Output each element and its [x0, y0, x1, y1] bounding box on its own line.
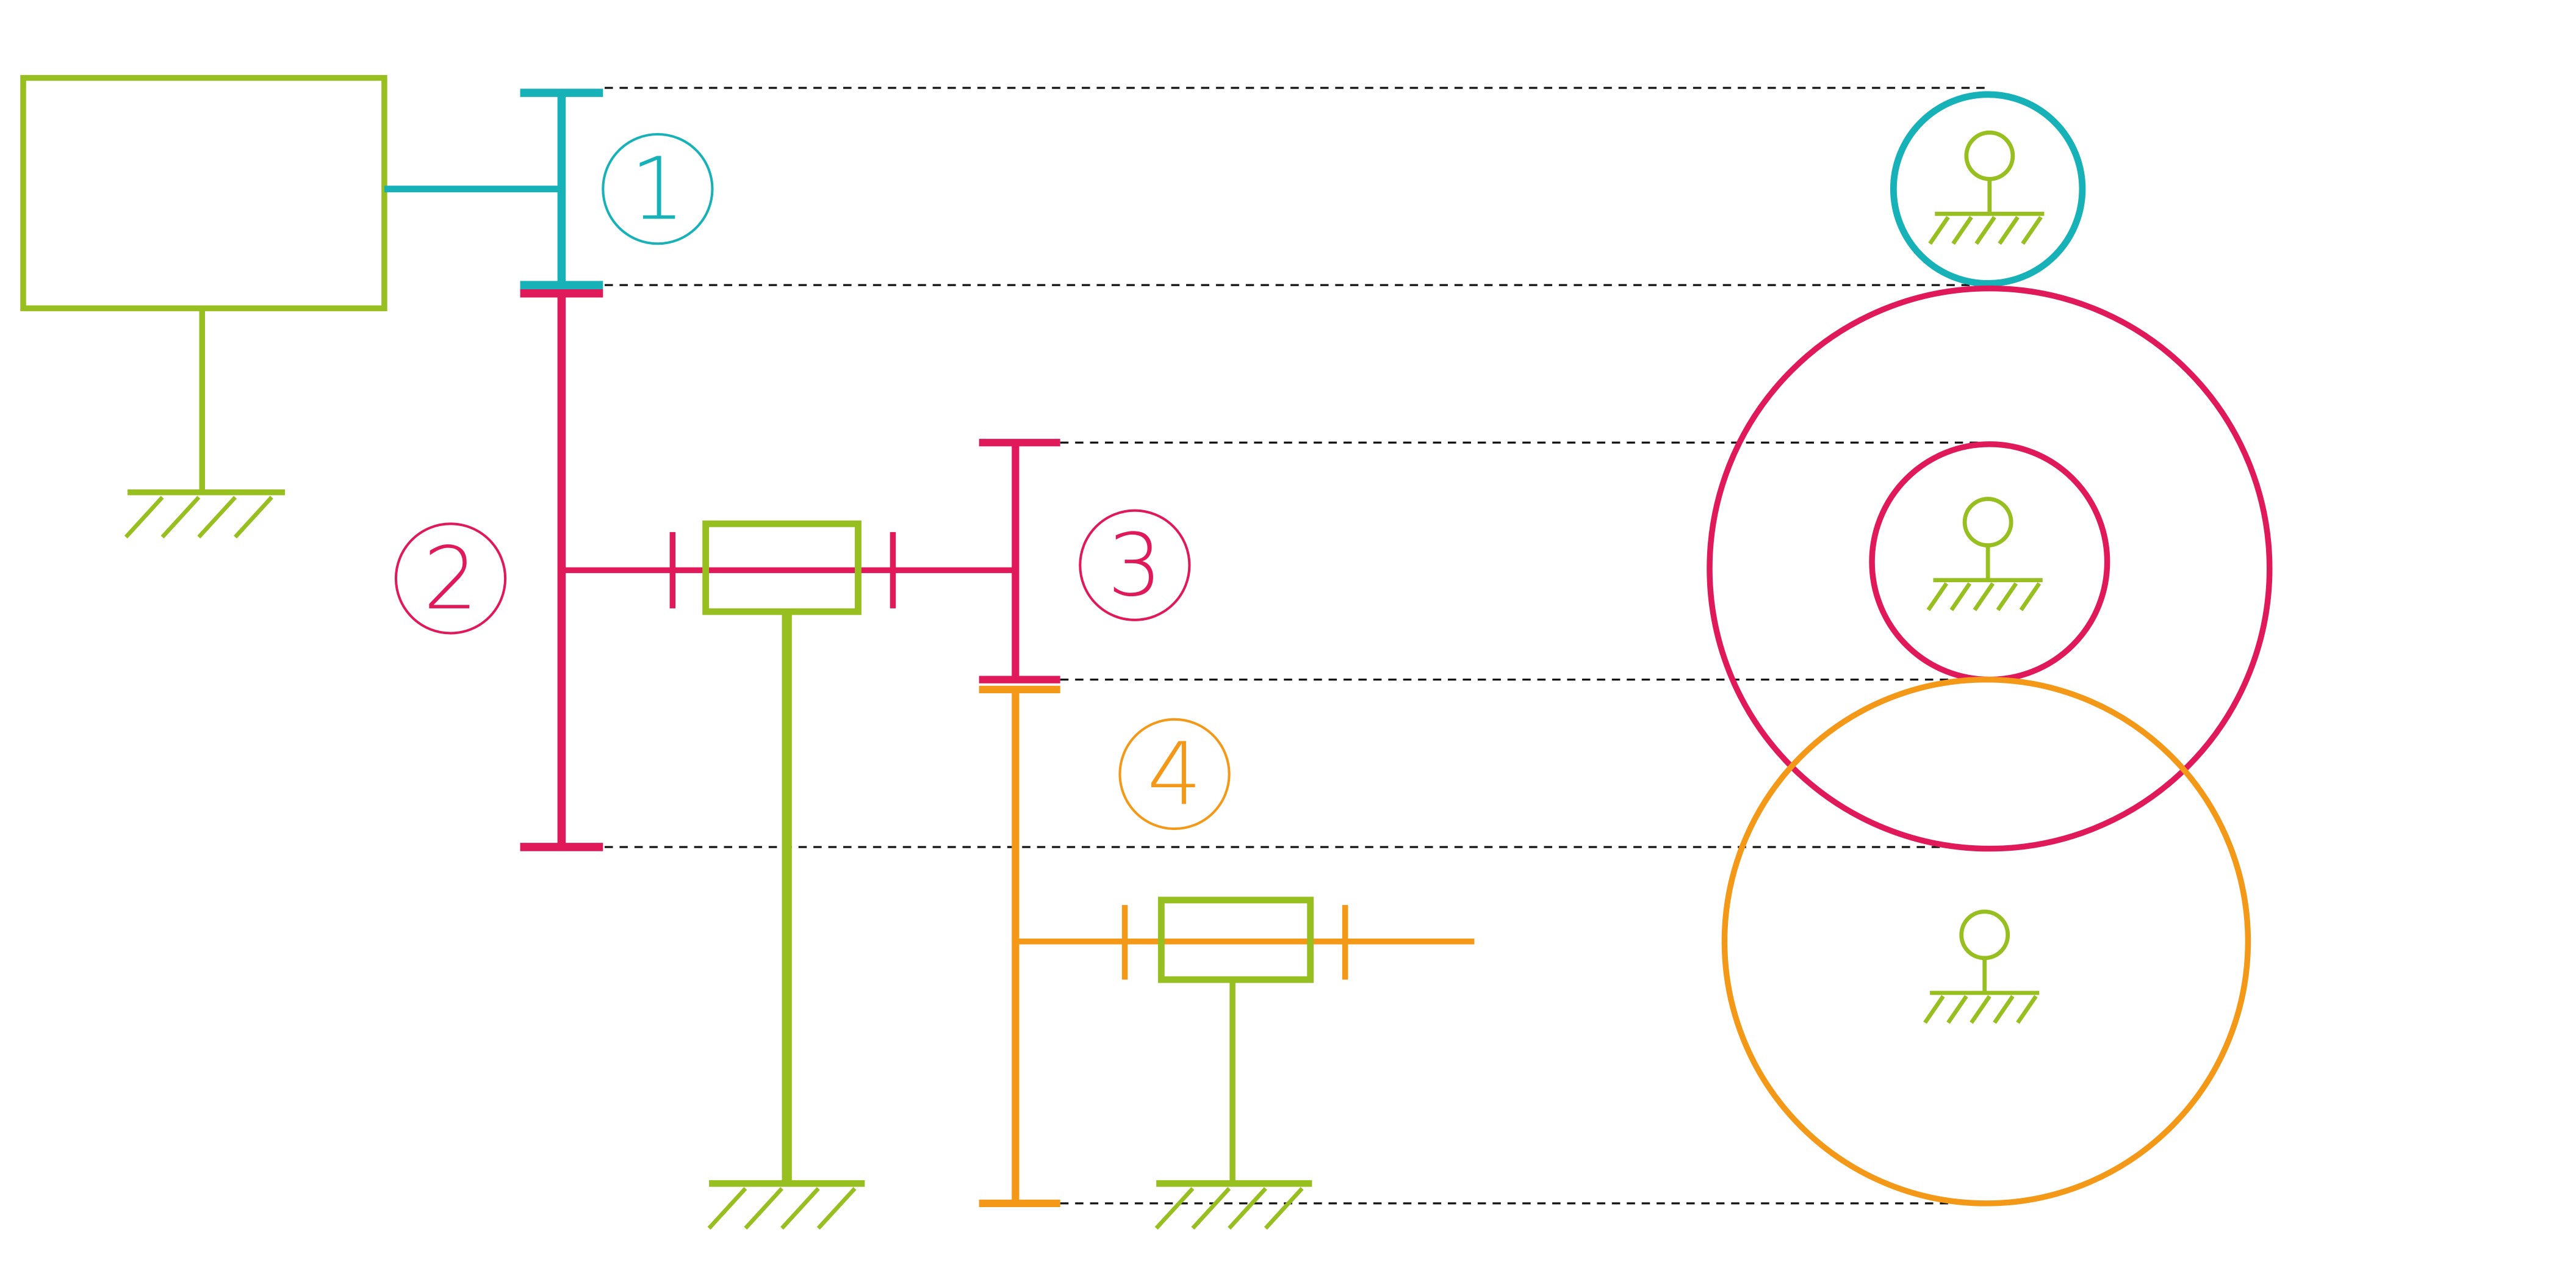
gear-label-2-text: 2: [423, 529, 478, 629]
intermediate-shaft: [561, 532, 1016, 608]
gear-label-2: 2: [394, 522, 507, 635]
pivot-2-circle: [1962, 497, 2013, 548]
gear-label-4-text: 4: [1147, 724, 1202, 824]
output-bearing-rect: [1157, 896, 1314, 983]
front-view: [1707, 91, 2273, 1206]
pivot-symbol-gear-1: [1928, 130, 2045, 245]
gear-label-1: 1: [602, 132, 714, 245]
projection-guides: [605, 87, 1988, 1205]
gear-4-side: [979, 685, 1475, 1208]
gear-1-side: [384, 88, 603, 289]
gear-2-front-circle: [1707, 285, 2273, 852]
gear-label-4: 4: [1118, 718, 1231, 831]
pivot-1-circle: [1964, 130, 2015, 181]
motor-ground-hatch: [124, 496, 273, 539]
gear-label-3: 3: [1079, 509, 1191, 621]
gear-4-front-circle: [1721, 676, 2251, 1206]
gear-label-1-text: 1: [630, 140, 685, 240]
motor-block: [20, 74, 387, 539]
intermediate-bearing: [702, 520, 865, 1230]
gear-1-front-circle: [1890, 91, 2086, 287]
bearing-ground-hatch: [707, 1187, 857, 1230]
motor-rect: [20, 74, 387, 311]
output-ground-hatch: [1154, 1187, 1304, 1230]
pivot-4-circle: [1959, 909, 2010, 961]
pivot-symbol-gear-2-3: [1926, 497, 2043, 611]
pivot-symbol-gear-4: [1923, 909, 2040, 1024]
gear-3-side: [979, 439, 1060, 683]
output-bearing: [1154, 896, 1314, 1230]
gear-label-3-text: 3: [1107, 516, 1162, 616]
